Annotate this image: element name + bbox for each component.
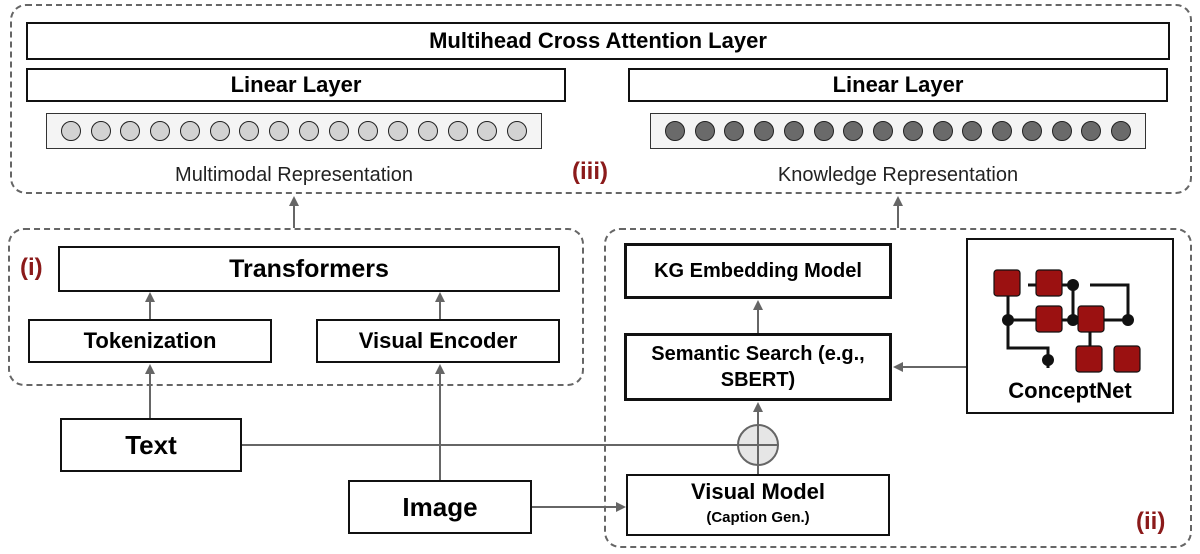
knowledge-node <box>1111 121 1131 141</box>
multimodal-node <box>507 121 527 141</box>
multimodal-node <box>209 121 230 141</box>
knowledge-region <box>604 228 1192 548</box>
semantic-search-line1: Semantic Search (e.g., <box>651 343 865 365</box>
multimodal-node <box>328 121 349 141</box>
knowledge-node <box>664 121 685 141</box>
knowledge-node <box>783 121 804 141</box>
multimodal-vector <box>46 113 542 149</box>
plus-operator <box>737 424 779 466</box>
kg-embedding-box: KG Embedding Model <box>624 243 892 299</box>
linear-layer-left: Linear Layer <box>26 68 566 102</box>
multimodal-node <box>269 121 289 141</box>
knowledge-node <box>843 121 864 141</box>
knowledge-vector <box>650 113 1146 149</box>
knowledge-node <box>754 121 774 141</box>
visual-model-box: Visual Model (Caption Gen.) <box>626 474 890 536</box>
multimodal-node <box>90 121 111 141</box>
conceptnet-box: ConceptNet <box>966 238 1174 414</box>
knowledge-node <box>724 121 745 141</box>
text-box: Text <box>60 418 242 472</box>
representation-region <box>10 4 1192 194</box>
knowledge-node <box>1081 121 1102 141</box>
multimodal-node <box>447 121 468 141</box>
conceptnet-label: ConceptNet <box>1008 378 1132 403</box>
visual-model-sublabel: (Caption Gen.) <box>706 509 810 526</box>
multimodal-node <box>477 121 498 141</box>
multimodal-node <box>417 121 438 141</box>
multimodal-node <box>298 121 319 141</box>
multimodal-representation-label: Multimodal Representation <box>175 164 413 186</box>
knowledge-node <box>813 121 834 141</box>
conceptnet-logo <box>993 269 1141 373</box>
cross-attention-layer: Multihead Cross Attention Layer <box>26 22 1170 60</box>
tokenization-box: Tokenization <box>28 319 272 363</box>
knowledge-node <box>992 121 1012 141</box>
knowledge-representation-label: Knowledge Representation <box>777 164 1019 186</box>
marker-i: (i) <box>20 254 43 281</box>
image-box: Image <box>348 480 532 534</box>
text-image-region <box>8 228 584 386</box>
multimodal-node <box>388 121 408 141</box>
knowledge-node <box>873 121 893 141</box>
visual-model-label: Visual Model <box>690 479 826 504</box>
knowledge-node <box>932 121 953 141</box>
semantic-search-box: Semantic Search (e.g., SBERT) <box>624 333 892 401</box>
multimodal-node <box>179 121 200 141</box>
visual-encoder-box: Visual Encoder <box>316 319 560 363</box>
linear-layer-right: Linear Layer <box>628 68 1168 102</box>
multimodal-node <box>60 121 81 141</box>
marker-iii: (iii) <box>572 158 608 185</box>
transformers-box: Transformers <box>58 246 560 292</box>
multimodal-node <box>120 121 141 141</box>
marker-ii: (ii) <box>1136 508 1166 535</box>
multimodal-node <box>358 121 379 141</box>
knowledge-node <box>1021 121 1042 141</box>
multimodal-node <box>239 121 260 141</box>
knowledge-node <box>694 121 715 141</box>
knowledge-node <box>1051 121 1072 141</box>
knowledge-node <box>962 121 983 141</box>
knowledge-node <box>902 121 923 141</box>
multimodal-node <box>150 121 170 141</box>
semantic-search-line2: SBERT) <box>720 369 796 391</box>
